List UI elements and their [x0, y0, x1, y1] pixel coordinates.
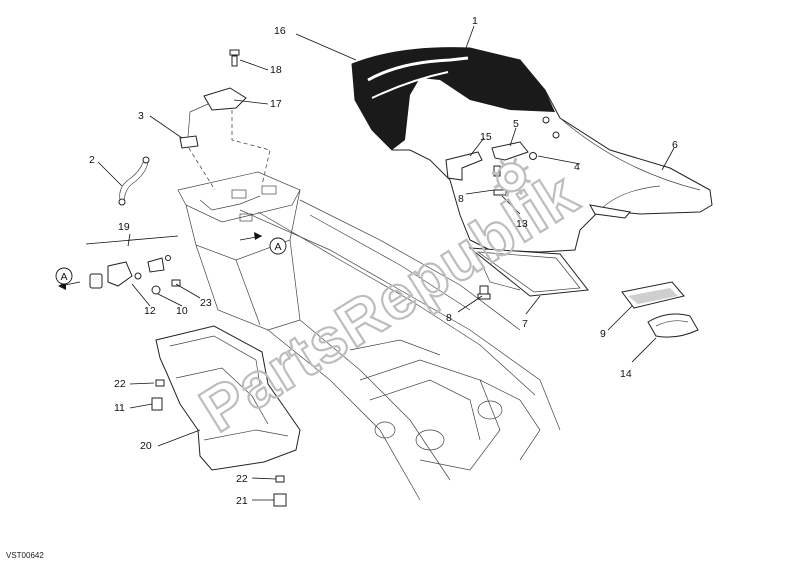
- callout-6: 6: [672, 139, 678, 151]
- callout-11: 11: [114, 402, 125, 414]
- left-fittings: [58, 232, 263, 295]
- reference-a-right: A: [269, 237, 287, 255]
- callout-4: 4: [574, 161, 580, 173]
- callout-16: 16: [274, 25, 286, 37]
- callout-22-upper: 22: [114, 378, 126, 390]
- callout-5: 5: [513, 118, 519, 130]
- callout-12: 12: [144, 305, 156, 317]
- callout-19: 19: [118, 221, 130, 233]
- seat-brackets: [445, 116, 560, 196]
- callout-8-upper: 8: [458, 193, 464, 205]
- callout-21: 21: [236, 495, 248, 507]
- callout-8-lower: 8: [446, 312, 452, 324]
- callout-15: 15: [480, 131, 492, 143]
- callout-18: 18: [270, 64, 282, 76]
- seat-assembly: [351, 47, 713, 253]
- seat-lock-parts: [118, 49, 247, 206]
- callout-1: 1: [472, 15, 478, 27]
- callout-20: 20: [140, 440, 152, 452]
- callout-14: 14: [620, 368, 632, 380]
- reference-a-left-label: A: [60, 271, 67, 283]
- watermark-text: PartsRepublik: [189, 159, 590, 445]
- license-plate-bracket: [151, 325, 301, 507]
- callout-2: 2: [89, 154, 95, 166]
- rear-subframe: [177, 171, 561, 501]
- callout-9: 9: [600, 328, 606, 340]
- gear-icon: [491, 157, 531, 197]
- undertray: [468, 247, 589, 300]
- callout-22-lower: 22: [236, 473, 248, 485]
- reference-a-right-label: A: [274, 241, 281, 253]
- callout-labels: 1 2 3 4 5 6 7 8 8 9 10 11 12 13 14 15 16…: [89, 15, 678, 507]
- callout-13: 13: [516, 218, 528, 230]
- leader-lines: [97, 25, 675, 501]
- callout-17: 17: [270, 98, 282, 110]
- seat-pads: [621, 281, 699, 338]
- callout-7: 7: [522, 318, 528, 330]
- reference-a-left: A: [55, 267, 73, 285]
- drawing-code: VST00642: [6, 551, 44, 560]
- callout-10: 10: [176, 305, 188, 317]
- callout-3: 3: [138, 110, 144, 122]
- callout-23: 23: [200, 297, 212, 309]
